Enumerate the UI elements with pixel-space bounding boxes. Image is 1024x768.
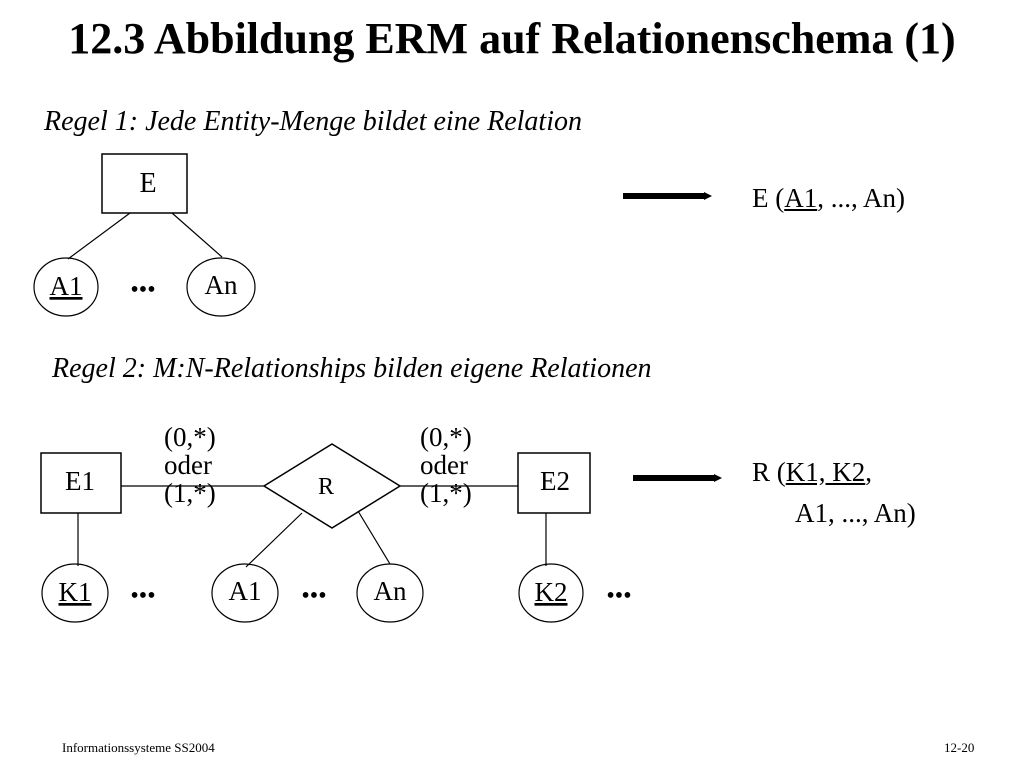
rule2-diagram: E1 E2 R K1 ••• A1 ••• An K2 ••• [40, 443, 722, 623]
cardinality-left-line2: oder [164, 450, 212, 480]
rule1-result-key: A1 [784, 183, 818, 213]
entity-e-box [101, 153, 188, 214]
cardinality-left: (0,*) oder (1,*) [164, 423, 216, 507]
k2-ellipsis: ••• [606, 583, 631, 609]
attribute-k2-label: K2 [535, 577, 568, 607]
rule1-diagram: E A1 ••• An [33, 153, 712, 317]
relationship-r-diamond [262, 443, 402, 529]
attribute-an-ellipse [356, 563, 424, 623]
entity-e1-label: E1 [65, 466, 95, 496]
attribute-an-label: An [374, 576, 407, 606]
attribute-ellipsis: ••• [301, 583, 326, 609]
page-title: 12.3 Abbildung ERM auf Relationenschema … [68, 14, 956, 63]
rule2-result-line1: R (K1, K2, [752, 457, 872, 487]
entity-e-label: E [139, 168, 156, 199]
cardinality-right-line3: (1,*) [420, 478, 472, 508]
attribute-k1-ellipse [41, 563, 109, 623]
attribute-k1-label: K1 [59, 577, 92, 607]
cardinality-right-line1: (0,*) [420, 422, 472, 452]
connector-e-a1 [67, 212, 131, 260]
entity-e2-box [517, 452, 591, 514]
attribute-k2-ellipse [518, 563, 584, 623]
attribute-a1-ellipse [211, 563, 279, 623]
cardinality-right-line2: oder [420, 450, 468, 480]
rule1-result-rest: , ..., An) [817, 183, 905, 213]
connector-r-an [357, 510, 391, 565]
attribute-a1-label: A1 [50, 271, 83, 301]
rule1-result-prefix: E ( [752, 183, 785, 213]
attribute-a1-label: A1 [229, 576, 262, 606]
cardinality-right: (0,*) oder (1,*) [420, 423, 472, 507]
connector-e-an [171, 212, 223, 258]
attribute-ellipsis: ••• [130, 277, 155, 303]
attribute-an-ellipse [186, 257, 256, 317]
footer-course: Informationssysteme SS2004 [62, 740, 215, 755]
rule2-heading: Regel 2: M:N-Relationships bilden eigene… [52, 353, 652, 384]
cardinality-left-line1: (0,*) [164, 422, 216, 452]
connector-r-a1 [245, 512, 303, 568]
attribute-an-label: An [205, 270, 238, 300]
rule1-result: E (A1, ..., An) [752, 183, 905, 213]
entity-e2-label: E2 [540, 466, 570, 496]
relationship-r-label: R [318, 474, 334, 500]
entity-e1-box [40, 452, 122, 514]
rule2-result-comma: , [865, 457, 872, 487]
rule1-heading: Regel 1: Jede Entity-Menge bildet eine R… [44, 106, 582, 137]
rule2-result-keys: K1, K2 [785, 457, 866, 487]
footer-page-number: 12-20 [944, 740, 975, 755]
rule2-result-prefix: R ( [752, 457, 786, 487]
k1-ellipsis: ••• [130, 583, 155, 609]
attribute-a1-ellipse [33, 257, 99, 317]
cardinality-left-line3: (1,*) [164, 478, 216, 508]
rule2-result-line2: A1, ..., An) [795, 498, 916, 528]
